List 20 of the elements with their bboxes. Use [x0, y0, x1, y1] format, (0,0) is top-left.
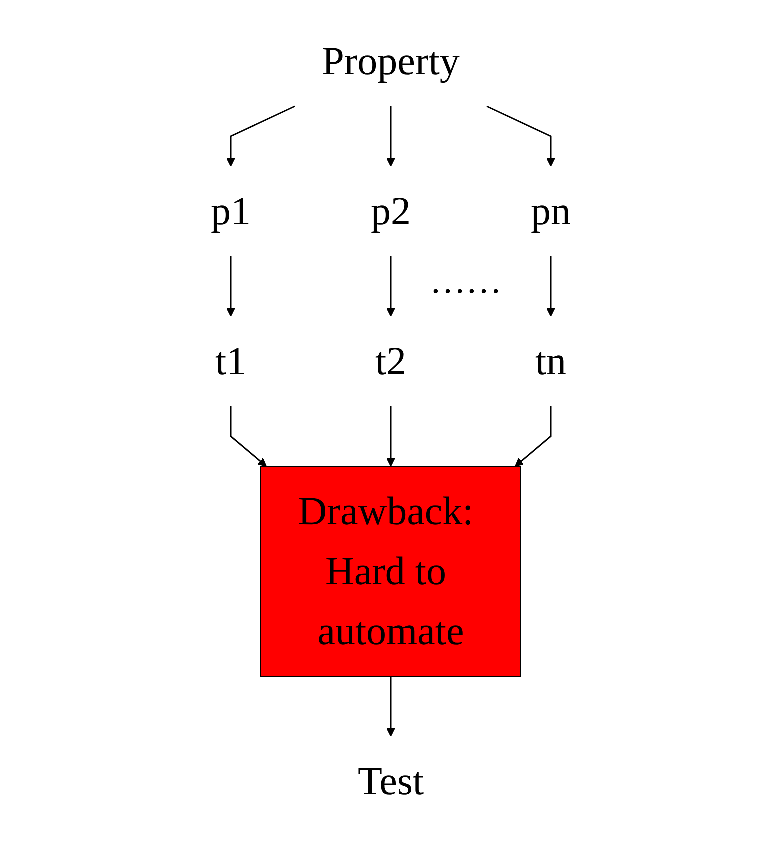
- arrow: [386, 106, 395, 167]
- node-text: p2: [370, 188, 410, 234]
- arrow: [386, 256, 395, 317]
- ellipsis-text: ……: [430, 260, 502, 302]
- arrow: [514, 406, 552, 467]
- node-text: Property: [322, 38, 460, 84]
- node-text: t2: [374, 338, 406, 384]
- node-text: t1: [214, 338, 246, 384]
- arrow: [546, 256, 555, 317]
- arrow: [386, 406, 395, 467]
- arrow: [226, 256, 235, 317]
- arrow: [226, 106, 295, 167]
- node-text: tn: [534, 338, 566, 384]
- arrow: [386, 676, 395, 737]
- node-text: p1: [210, 188, 250, 234]
- node-text: pn: [530, 188, 570, 234]
- arrow: [486, 106, 555, 167]
- node-box: Drawback: Hard to automate: [260, 466, 521, 677]
- node-text: Test: [357, 758, 424, 804]
- arrow: [230, 406, 266, 467]
